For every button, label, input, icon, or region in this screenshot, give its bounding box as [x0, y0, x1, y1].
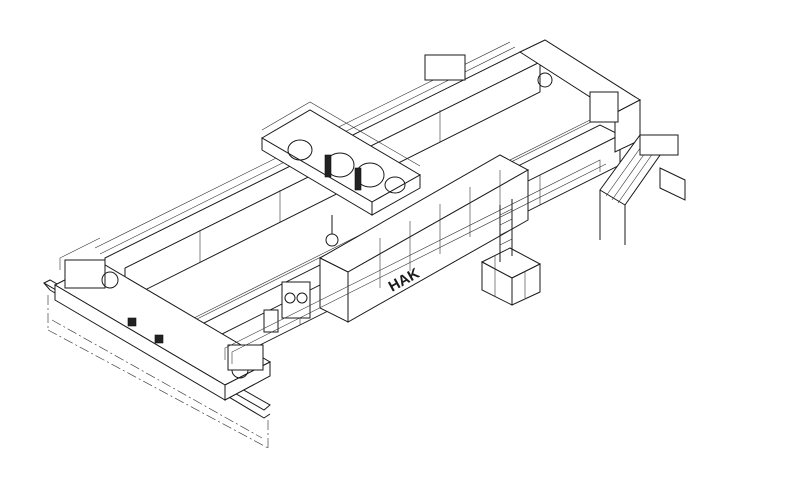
electrical-house: HAK: [318, 154, 530, 323]
trolley: [261, 101, 422, 216]
walkway-railings: [59, 159, 607, 364]
hook-block: [325, 215, 339, 247]
staircase: [599, 134, 686, 245]
maintenance-platform: [480, 247, 542, 306]
end-carriage-left: [53, 259, 272, 401]
end-carriage-right: [424, 39, 642, 153]
access-ladder: [499, 199, 513, 262]
